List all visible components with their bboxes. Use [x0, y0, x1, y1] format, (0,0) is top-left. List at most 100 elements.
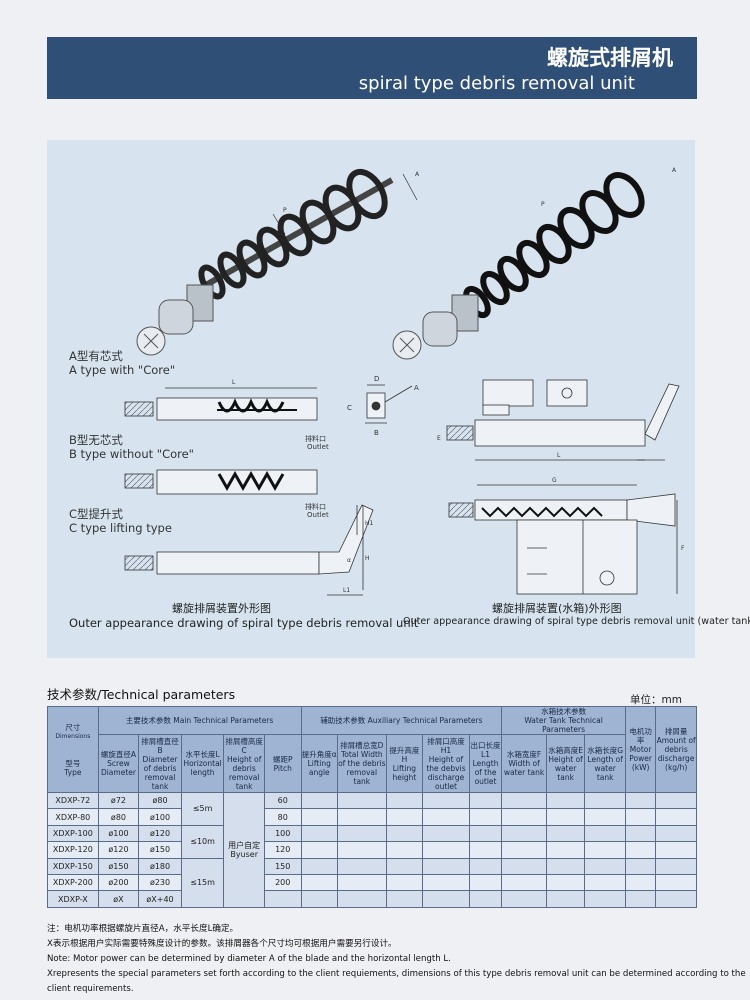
row-type: XDXP-72 [47, 791, 99, 810]
row-screw-diameter: ø120 [97, 841, 140, 859]
row-screw-diameter: ø80 [97, 808, 140, 826]
col-tank-diameter-zh: 排屑槽直径B [141, 736, 179, 755]
type-b-label-zh: B型无芯式 [69, 433, 123, 447]
row-type: XDXP-X [47, 890, 99, 908]
col-lifting-height-zh: 提升高度H [389, 745, 420, 764]
type-a-label-zh: A型有芯式 [69, 349, 123, 363]
section-title: 技术参数/Technical parameters [47, 687, 236, 702]
note-line: client requirements. [47, 984, 134, 994]
title-banner: 螺旋式排屑机 spiral type debris removal unit [47, 37, 697, 99]
col-lifting-height-en: Lifting height [392, 763, 417, 782]
dim-a-label: A [415, 171, 420, 178]
group-water-zh: 水箱技术参数 [541, 707, 587, 716]
row-type: XDXP-120 [47, 841, 99, 859]
outlet-label-en-2: Outlet [307, 511, 329, 519]
row-tank-diameter: ø100 [138, 808, 182, 826]
outlet-label-zh: 排料口 [305, 435, 326, 443]
col-motor-en: Motor Power (kW) [629, 745, 652, 772]
dim-d-label: D [374, 375, 379, 383]
row-screw-diameter: ø72 [97, 791, 140, 810]
height-byuser: 用户自定 Byuser [223, 792, 265, 908]
note-line: Xrepresents the special parameters set f… [47, 969, 746, 979]
row-pitch: 80 [263, 808, 302, 826]
dim-c-label: C [347, 404, 352, 412]
row-screw-diameter: ø100 [97, 824, 140, 843]
table-row: XDXP-X øX øX+40 [47, 890, 697, 908]
dim-p-label: P [283, 207, 287, 214]
dim-a2-label: A [672, 167, 677, 174]
length-15m: ≤15m [180, 857, 225, 908]
col-horizontal-length-zh: 水平长度L [185, 750, 220, 759]
header-type-cell: 尺寸 Dimensions 型号 Type [47, 706, 99, 793]
col-outlet-length-en: Length of the outlet [472, 759, 499, 786]
col-tank-height-zh: 排屑槽高度C [225, 736, 263, 755]
dim-l1-label: L1 [343, 587, 350, 594]
row-type: XDXP-200 [47, 873, 99, 892]
row-tank-diameter: ø80 [138, 791, 182, 810]
type-c-drawing [124, 504, 374, 596]
row-type: XDXP-100 [47, 824, 99, 843]
group-aux: 辅助技术参数 Auxiliary Technical Parameters [300, 706, 503, 735]
table-row: XDXP-72 ø72 ø80 ≤5m 用户自定 Byuser 60 [47, 791, 697, 908]
caption-left-en: Outer appearance drawing of spiral type … [69, 616, 419, 630]
type-a-label-en: A type with "Core" [69, 363, 176, 377]
technical-drawing: A P A P [124, 167, 685, 596]
water-tank-front-drawing [448, 484, 678, 595]
header-dims-zh: 尺寸 [65, 722, 81, 732]
dim-l2-label: L [557, 452, 561, 459]
col-tank-length-zh: 水箱长度G [587, 745, 624, 755]
dim-p2-label: P [541, 201, 545, 208]
col-total-width-en: Total Width of the debris removal tank [338, 750, 386, 786]
row-tank-diameter: ø180 [138, 857, 182, 875]
dim-f-label: F [681, 545, 685, 552]
notes-block: 注：电机功率根据螺旋片直径A，水平长度L确定。 X表示根据用户实际需要特殊度设计… [47, 922, 746, 997]
spec-table: 尺寸 Dimensions 型号 Type 主要技术参数 Main Techni… [47, 706, 697, 908]
caption-left-zh: 螺旋排屑装置外形图 [172, 602, 271, 615]
row-tank-diameter: ø230 [138, 873, 182, 892]
type-a-drawing [124, 384, 413, 424]
col-tank-width-zh: 水箱宽度F [506, 750, 542, 759]
col-outlet-height-zh: 排屑口高度H1 [427, 736, 465, 755]
col-tank-height-en: Height of debris removal tank [226, 754, 262, 791]
col-outlet-length-zh: 出口长度L1 [470, 741, 501, 759]
col-tank-width-en: Width of water tank [503, 759, 545, 777]
drawing-panel: A P A P [47, 140, 750, 658]
dim-g-label: G [552, 477, 557, 484]
col-motor: 电机功率 Motor Power (kW) [624, 706, 657, 793]
col-horizontal-length-en: Horizontal length [183, 759, 222, 777]
col-discharge-en: Amount of debris discharge (kg/h) [656, 736, 696, 772]
outlet-label-en: Outlet [307, 443, 329, 451]
row-tank-diameter: ø120 [138, 824, 182, 843]
row-type: XDXP-80 [47, 808, 99, 826]
table-row: XDXP-150 ø150 ø180 ≤15m 150 [47, 857, 697, 908]
type-b-drawing [124, 469, 318, 495]
caption-right-en: Outer appearance drawing of spiral type … [403, 616, 750, 627]
col-total-width-zh: 排屑槽总宽D [340, 741, 384, 750]
type-c-label-zh: C型提升式 [69, 507, 124, 521]
water-tank-side-drawing [446, 379, 680, 461]
auger-coreless-illustration: A P [392, 167, 677, 360]
group-water: 水箱技术参数 Water Tank Technical Parameters [501, 706, 626, 735]
table-row: XDXP-120 ø120 ø150 120 [47, 841, 697, 859]
note-line: Note: Motor power can be determined by d… [47, 954, 451, 964]
header-dims-en: Dimensions [55, 732, 91, 740]
col-tank-water-height-zh: 水箱高度E [548, 745, 583, 755]
group-main: 主要技术参数 Main Technical Parameters [97, 706, 302, 735]
note-line: 注：电机功率根据螺旋片直径A，水平长度L确定。 [47, 924, 239, 934]
outlet-label-zh-2: 排料口 [305, 503, 326, 511]
title-zh: 螺旋式排屑机 [547, 46, 673, 70]
row-screw-diameter: ø150 [97, 857, 140, 875]
caption-right-zh: 螺旋排屑装置(水箱)外形图 [492, 602, 622, 615]
row-tank-diameter: øX+40 [138, 890, 182, 908]
